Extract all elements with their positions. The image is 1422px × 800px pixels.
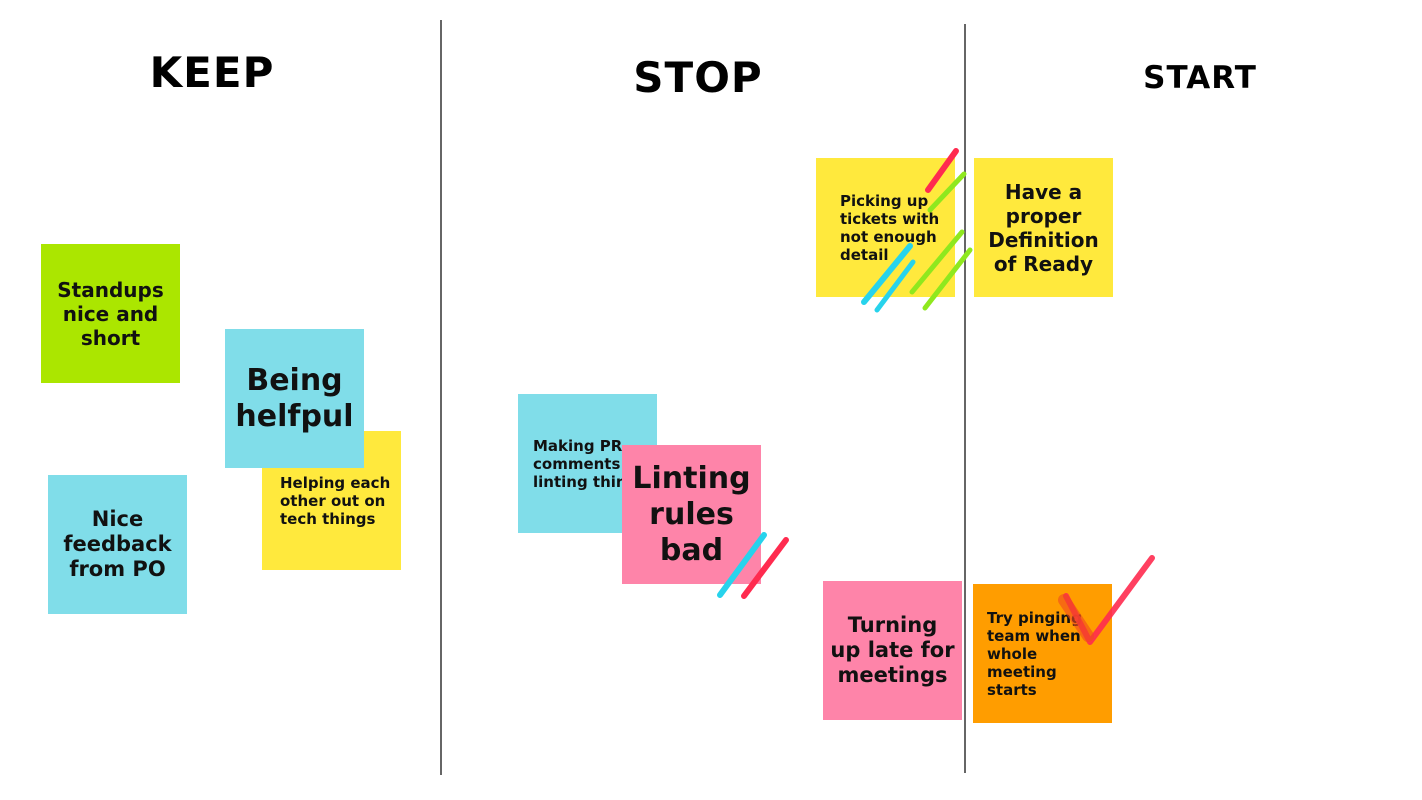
- column-divider-keep-stop: [440, 20, 442, 775]
- sticky-note-picking-up-tickets[interactable]: Picking up tickets with not enough detai…: [816, 158, 955, 297]
- sticky-note-text: Nice feedback from PO: [63, 506, 172, 582]
- column-title-start: START: [1143, 60, 1257, 96]
- column-divider-stop-start: [964, 24, 966, 773]
- column-title-keep: KEEP: [149, 48, 275, 97]
- sticky-note-text: Have a proper Definition of Ready: [988, 179, 1099, 276]
- sticky-note-standups[interactable]: Standups nice and short: [41, 244, 180, 383]
- sticky-note-linting-rules[interactable]: Linting rules bad: [622, 445, 761, 584]
- sticky-note-text: Standups nice and short: [57, 277, 164, 350]
- sticky-note-text: Try pinging team when whole meeting star…: [987, 608, 1082, 699]
- sticky-note-definition-of-ready[interactable]: Have a proper Definition of Ready: [974, 158, 1113, 297]
- sticky-note-text: Helping each other out on tech things: [280, 474, 391, 528]
- sticky-note-turning-up-late[interactable]: Turning up late for meetings: [823, 581, 962, 720]
- sticky-note-try-pinging[interactable]: Try pinging team when whole meeting star…: [973, 584, 1112, 723]
- sticky-note-being-helpful[interactable]: Being helfpul: [225, 329, 364, 468]
- sticky-note-text: Picking up tickets with not enough detai…: [840, 191, 940, 264]
- sticky-note-text: Turning up late for meetings: [830, 612, 955, 688]
- sticky-note-nice-feedback[interactable]: Nice feedback from PO: [48, 475, 187, 614]
- column-title-stop: STOP: [633, 53, 763, 102]
- sticky-note-text: Linting rules bad: [632, 460, 751, 568]
- sticky-note-text: Being helfpul: [235, 362, 354, 434]
